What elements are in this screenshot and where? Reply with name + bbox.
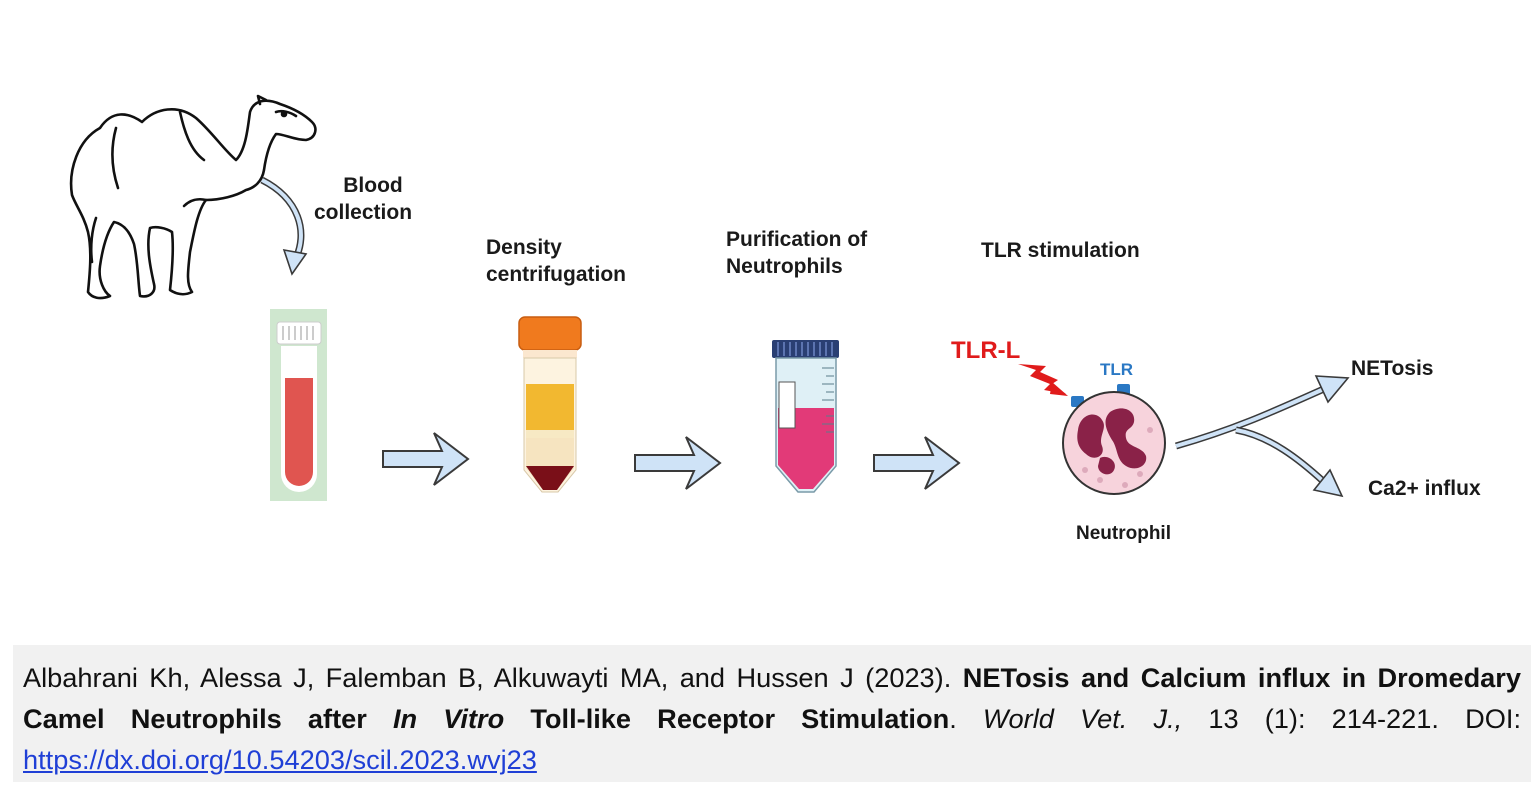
netosis-arrow — [1175, 375, 1350, 450]
process-arrow-1 — [382, 432, 470, 486]
doi-link[interactable]: https://dx.doi.org/10.54203/scil.2023.wv… — [23, 744, 537, 775]
blood-collection-line1: Blood — [343, 174, 403, 197]
blood-tube-icon — [270, 309, 327, 501]
workflow-svg — [69, 94, 1350, 501]
citation-doi-label: DOI: — [1465, 703, 1521, 734]
density-label: Density centrifugation — [486, 234, 626, 288]
ca-influx-label: Ca2+ influx — [1368, 477, 1481, 500]
purification-line2: Neutrophils — [726, 255, 843, 278]
camel-icon — [69, 94, 317, 300]
tlr-ligand-lightning-icon — [1018, 364, 1068, 396]
workflow-diagram: Blood collection Density centrifugation … — [69, 94, 1481, 544]
purification-line1: Purification of — [726, 228, 868, 251]
neutrophil-cell-icon — [1062, 384, 1166, 495]
ca-influx-arrow — [1235, 426, 1344, 498]
tlr-l-label: TLR-L — [951, 337, 1021, 364]
tlr-stimulation-label: TLR stimulation — [981, 239, 1140, 262]
centrifuge-tube-icon — [518, 316, 582, 493]
citation-title-part2: Toll-like Receptor Stimulation — [530, 703, 950, 734]
citation-authors: Albahrani Kh, Alessa J, Falemban B, Alku… — [23, 662, 952, 693]
citation-title-part1: NETosis and Calcium influx in Dromedary … — [23, 662, 1522, 734]
citation-box: Albahrani Kh, Alessa J, Falemban B, Alku… — [13, 645, 1531, 782]
citation-volume-pages: 13 (1): 214-221. — [1208, 703, 1439, 734]
citation-title: NETosis and Calcium influx in Dromedary … — [23, 662, 1521, 734]
collection-arrow — [260, 176, 308, 276]
purification-tube-icon — [772, 340, 839, 493]
density-line1: Density — [486, 236, 562, 259]
citation-title-italic: In Vitro — [392, 703, 505, 734]
process-arrow-2 — [634, 436, 722, 490]
purification-label: Purification of Neutrophils — [726, 226, 867, 280]
density-line2: centrifugation — [486, 263, 626, 286]
blood-collection-line2: collection — [314, 201, 413, 224]
blood-collection-label: Blood collection — [314, 172, 412, 226]
tlr-label: TLR — [1100, 360, 1134, 379]
neutrophil-label: Neutrophil — [1076, 523, 1171, 544]
citation-journal: World Vet. J., — [982, 703, 1183, 734]
process-arrow-3 — [873, 436, 961, 490]
netosis-label: NETosis — [1351, 357, 1434, 380]
